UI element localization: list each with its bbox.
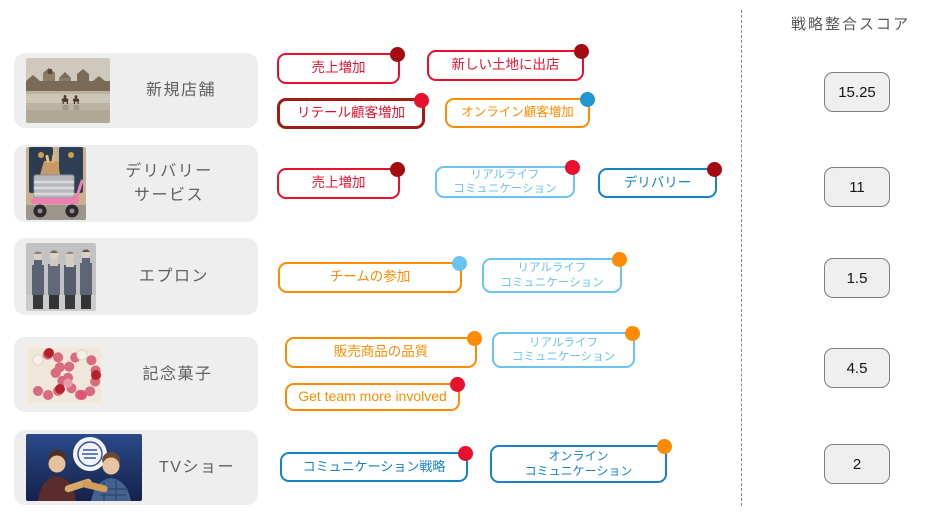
status-dot — [467, 331, 482, 346]
score-value: 2 — [852, 455, 862, 473]
project-card-anniversary-sweets[interactable]: 記念菓子 — [14, 337, 258, 412]
project-card-aprons[interactable]: エプロン — [14, 238, 258, 315]
tag-label: デリバリー — [623, 174, 692, 190]
tag-pill[interactable]: コミュニケーション戦略 — [280, 446, 473, 482]
delivery-scooter-photo — [26, 147, 86, 220]
tag-pill[interactable]: デリバリー — [598, 162, 722, 198]
tag-pill[interactable]: リアルライフ コミュニケーション — [435, 160, 580, 198]
tag-label: リテール顧客増加 — [297, 105, 405, 121]
score-value: 4.5 — [846, 359, 868, 377]
score-badge[interactable]: 2 — [824, 444, 890, 484]
status-dot — [390, 47, 405, 62]
tag-pill[interactable]: リアルライフ コミュニケーション — [482, 252, 627, 293]
tag-label: チームの参加 — [329, 269, 411, 285]
tag-label: リアルライフ コミュニケーション — [511, 336, 616, 363]
status-dot — [574, 44, 589, 59]
status-dot — [625, 326, 640, 341]
tag-pill[interactable]: Get team more involved — [285, 377, 465, 411]
project-label: 記念菓子 — [142, 365, 213, 383]
status-dot — [414, 93, 429, 108]
status-dot — [580, 92, 595, 107]
score-value: 11 — [849, 178, 865, 196]
tag-pill[interactable]: リテール顧客増加 — [277, 93, 429, 129]
anniversary-cake-30-photo — [26, 344, 103, 405]
tag-label: リアルライフ コミュニケーション — [453, 168, 557, 195]
score-value: 15.25 — [838, 83, 876, 101]
status-dot — [450, 377, 465, 392]
status-dot — [612, 252, 627, 267]
team-aprons-photo — [26, 242, 96, 311]
tag-label: 売上増加 — [311, 175, 366, 191]
tag-label: Get team more involved — [298, 388, 447, 405]
status-dot — [458, 446, 473, 461]
tag-label: 新しい土地に出店 — [451, 57, 560, 73]
tag-label: コミュニケーション戦略 — [302, 458, 446, 474]
score-column-title: 戦略整合スコア — [790, 16, 910, 33]
tag-label: リアルライフ コミュニケーション — [500, 262, 604, 289]
project-card-delivery-service[interactable]: デリバリー サービス — [14, 145, 258, 222]
tag-pill[interactable]: 販売商品の品質 — [285, 331, 482, 368]
project-card-new-stores[interactable]: 新規店舗 — [14, 53, 258, 128]
divider-dashed-line — [741, 10, 742, 506]
score-value: 1.5 — [846, 269, 868, 287]
score-badge[interactable]: 11 — [824, 167, 890, 207]
tag-label: オンライン顧客増加 — [461, 105, 574, 120]
tag-pill[interactable]: 売上増加 — [277, 162, 405, 199]
project-label: デリバリー サービス — [125, 162, 213, 204]
score-badge[interactable]: 4.5 — [824, 348, 890, 388]
score-badge[interactable]: 15.25 — [824, 72, 890, 112]
tag-label: 売上増加 — [311, 60, 366, 76]
tag-pill[interactable]: 売上増加 — [277, 47, 405, 84]
tag-label: オンライン コミュニケーション — [524, 449, 633, 478]
tv-show-photo — [26, 434, 142, 501]
project-label: 新規店舗 — [145, 81, 216, 99]
tag-pill[interactable]: チームの参加 — [278, 256, 467, 293]
tag-label: 販売商品の品質 — [333, 344, 429, 360]
tag-pill[interactable]: オンライン コミュニケーション — [490, 439, 672, 483]
status-dot — [707, 162, 722, 177]
project-label: TVショー — [159, 458, 235, 476]
seaside-town-photo — [26, 58, 110, 123]
project-label: エプロン — [138, 267, 209, 285]
tag-pill[interactable]: オンライン顧客増加 — [445, 92, 595, 128]
status-dot — [565, 160, 580, 175]
tag-pill[interactable]: 新しい土地に出店 — [427, 44, 589, 81]
score-badge[interactable]: 1.5 — [824, 258, 890, 298]
status-dot — [657, 439, 672, 454]
project-card-tv-show[interactable]: TVショー — [14, 430, 258, 505]
status-dot — [390, 162, 405, 177]
tag-pill[interactable]: リアルライフ コミュニケーション — [492, 326, 640, 368]
status-dot — [452, 256, 467, 271]
